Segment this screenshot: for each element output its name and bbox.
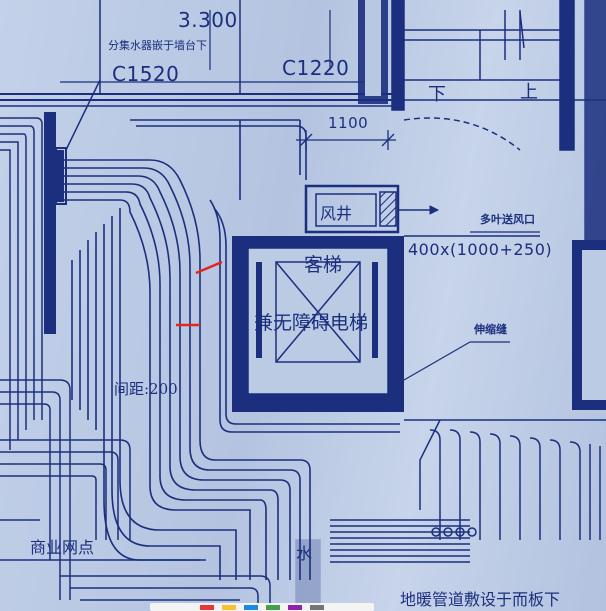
window-label-c1220: C1220 [282, 56, 350, 80]
top-wall-band [0, 0, 606, 107]
wind-shaft-label: 风井 [320, 204, 353, 223]
palette-swatch [310, 604, 324, 610]
palette-swatch [244, 604, 258, 610]
wind-shaft [304, 184, 540, 237]
palette-swatch [288, 604, 302, 610]
bottom-right-pipes [330, 419, 606, 563]
elevator-shaft [232, 236, 404, 412]
manifold-note: 分集水器嵌于墙台下 [108, 39, 207, 52]
leader-lines [403, 231, 540, 381]
window-label-c1520: C1520 [112, 62, 180, 86]
elevator-label-2: 兼无障碍电梯 [254, 312, 369, 334]
left-wall [44, 112, 64, 334]
left-pipes [0, 117, 131, 600]
right-column [572, 240, 606, 410]
bottom-note: 地暖管道敷设于而板下 [400, 590, 561, 609]
elevator-label-1: 客梯 [304, 254, 343, 276]
stair-down-label: 下 [428, 84, 446, 105]
bottom-left-pipes [0, 559, 271, 611]
shop-label: 商业网点 [30, 538, 95, 557]
dimension-1100 [296, 130, 396, 150]
vent-size: 400x(1000+250) [408, 240, 553, 259]
stair-up-label: 上 [520, 82, 538, 103]
dimension-1100: 1100 [328, 114, 369, 132]
pipe-note: 伸缩缝 [474, 323, 507, 336]
red-annotation-marks [176, 260, 223, 327]
palette-swatch [222, 604, 236, 610]
vent-note: 多叶送风口 [480, 213, 535, 226]
dimension-3300: 3.300 [178, 8, 238, 32]
stair-area [391, 0, 606, 241]
water-label-fragment: 水 [296, 544, 313, 563]
palette-swatch [266, 604, 280, 610]
manifold [55, 79, 101, 205]
color-palette-strip [150, 603, 374, 611]
spacing-label: 间距:200 [114, 380, 178, 398]
palette-swatch [200, 604, 214, 610]
